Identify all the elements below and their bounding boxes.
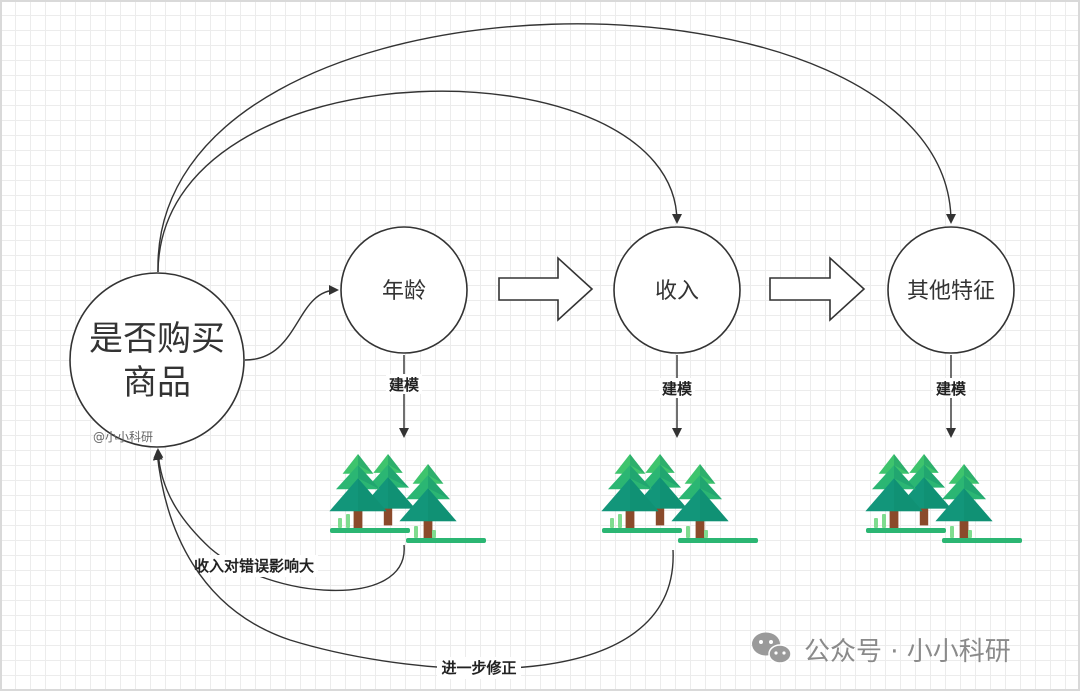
watermark: 公众号 · 小小科研 <box>752 632 1011 667</box>
label-income-impact: 收入对错误影响大 <box>194 557 314 575</box>
block-arrow-income-to-other <box>769 256 866 322</box>
label-refine: 进一步修正 <box>441 659 516 677</box>
edge-main-to-age <box>244 285 339 361</box>
forest-income-icon <box>601 454 758 543</box>
node-income-label: 收入 <box>655 279 699 304</box>
node-purchase-line1: 是否购买 <box>89 319 225 359</box>
node-income[interactable]: 收入 <box>613 226 741 354</box>
watermark-text: 公众号 · 小小科研 <box>804 637 1011 667</box>
node-other-features[interactable]: 其他特征 <box>887 226 1015 354</box>
edge-main-to-income <box>157 90 682 273</box>
node-purchase-line2: 商品 <box>123 363 191 403</box>
label-model-other: 建模 <box>936 380 967 398</box>
block-arrow-age-to-income <box>498 256 594 322</box>
forest-other-icon <box>865 454 1022 543</box>
label-model-income: 建模 <box>662 380 693 398</box>
label-model-age: 建模 <box>389 376 420 394</box>
edge-income-feedback <box>152 450 674 670</box>
wechat-icon <box>752 632 792 664</box>
node-age[interactable]: 年龄 <box>340 226 468 354</box>
node-other-features-label: 其他特征 <box>907 279 995 304</box>
edge-main-to-other <box>157 23 956 273</box>
node-age-label: 年龄 <box>382 279 426 304</box>
node-purchase-handle: @小小科研 <box>93 430 153 444</box>
node-purchase[interactable]: 是否购买 商品 @小小科研 <box>69 272 245 448</box>
forest-age-icon <box>329 454 486 543</box>
